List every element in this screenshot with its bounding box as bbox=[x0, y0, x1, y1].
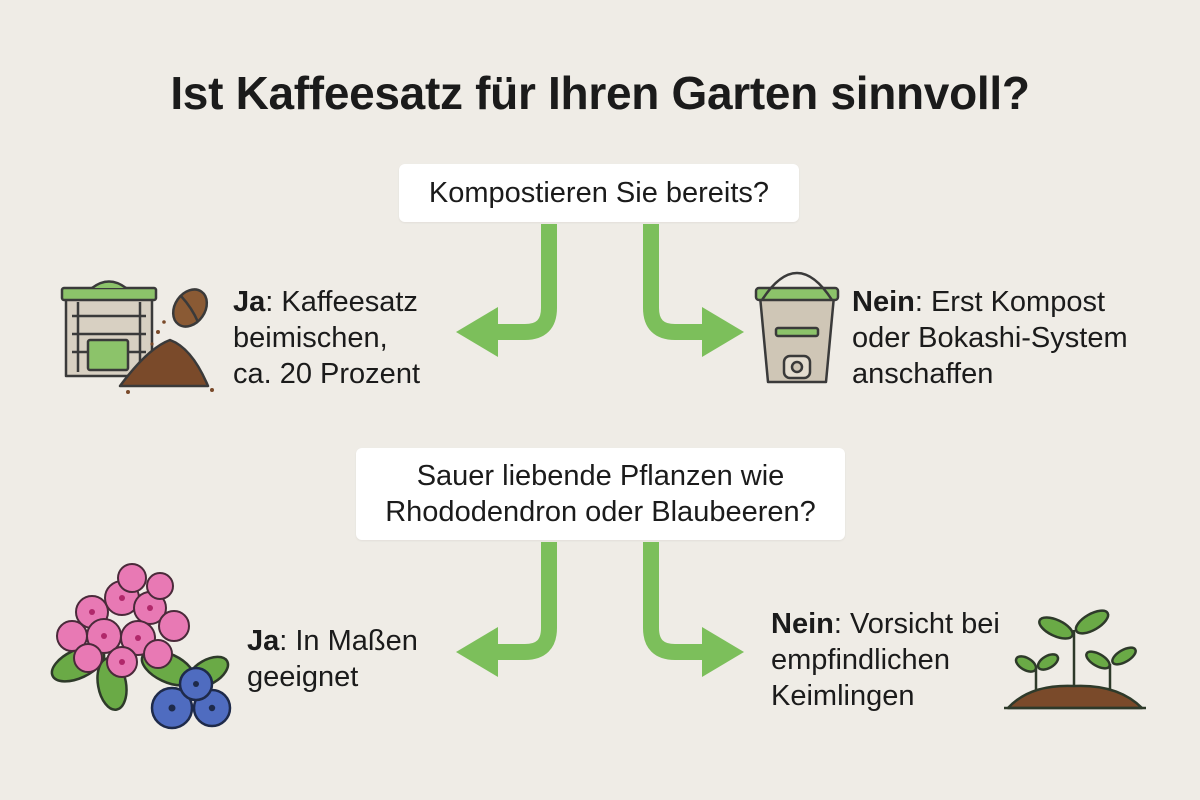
question-acid-plants-box: Sauer liebende Pflanzen wie Rhododendron… bbox=[356, 448, 845, 540]
arrow-q1-no bbox=[643, 224, 708, 340]
answer-acid-plants-yes-line-1: : In Maßen bbox=[279, 625, 418, 657]
arrow-q2-yes bbox=[492, 542, 557, 660]
answer-acid-plants-no-line-1: : Vorsicht bei bbox=[833, 608, 1000, 640]
question-compost-text: Kompostieren Sie bereits? bbox=[428, 177, 770, 209]
answer-compost-yes-line-2: beimischen, bbox=[233, 322, 388, 354]
arrowhead-q2-no bbox=[702, 627, 744, 677]
answer-compost-no-label: Nein bbox=[852, 286, 915, 318]
arrowhead-q1-no bbox=[702, 307, 744, 357]
arrow-q2-no bbox=[643, 542, 708, 660]
arrow-q1-yes bbox=[492, 224, 557, 340]
answer-compost-yes: Ja: Kaffeesatz beimischen, ca. 20 Prozen… bbox=[233, 284, 420, 392]
answer-acid-plants-no: Nein: Vorsicht bei empfindlichen Keimlin… bbox=[771, 606, 1000, 714]
answer-acid-plants-no-label: Nein bbox=[771, 608, 834, 640]
question-acid-plants-line-1: Sauer liebende Pflanzen wie bbox=[416, 460, 785, 492]
answer-compost-yes-line-3: ca. 20 Prozent bbox=[233, 358, 420, 390]
page-title: Ist Kaffeesatz für Ihren Garten sinnvoll… bbox=[170, 67, 1030, 119]
answer-compost-no-line-1: : Erst Kompost bbox=[914, 286, 1106, 318]
answer-acid-plants-yes-line-2: geeignet bbox=[247, 661, 359, 693]
question-compost-box: Kompostieren Sie bereits? bbox=[399, 164, 799, 222]
answer-compost-no: Nein: Erst Kompost oder Bokashi-System a… bbox=[852, 284, 1128, 392]
answer-compost-yes-line-1: : Kaffeesatz bbox=[265, 286, 418, 318]
answer-acid-plants-yes: Ja: In Maßen geeignet bbox=[247, 623, 418, 695]
arrowhead-q1-yes bbox=[456, 307, 498, 357]
answer-compost-no-line-3: anschaffen bbox=[852, 358, 994, 390]
answer-acid-plants-no-line-3: Keimlingen bbox=[771, 680, 915, 712]
arrowhead-q2-yes bbox=[456, 627, 498, 677]
answer-compost-yes-label: Ja bbox=[233, 286, 266, 318]
question-acid-plants-line-2: Rhododendron oder Blaubeeren? bbox=[385, 496, 816, 528]
answer-acid-plants-yes-label: Ja bbox=[247, 625, 280, 657]
answer-compost-no-line-2: oder Bokashi-System bbox=[852, 322, 1128, 354]
answer-acid-plants-no-line-2: empfindlichen bbox=[771, 644, 950, 676]
